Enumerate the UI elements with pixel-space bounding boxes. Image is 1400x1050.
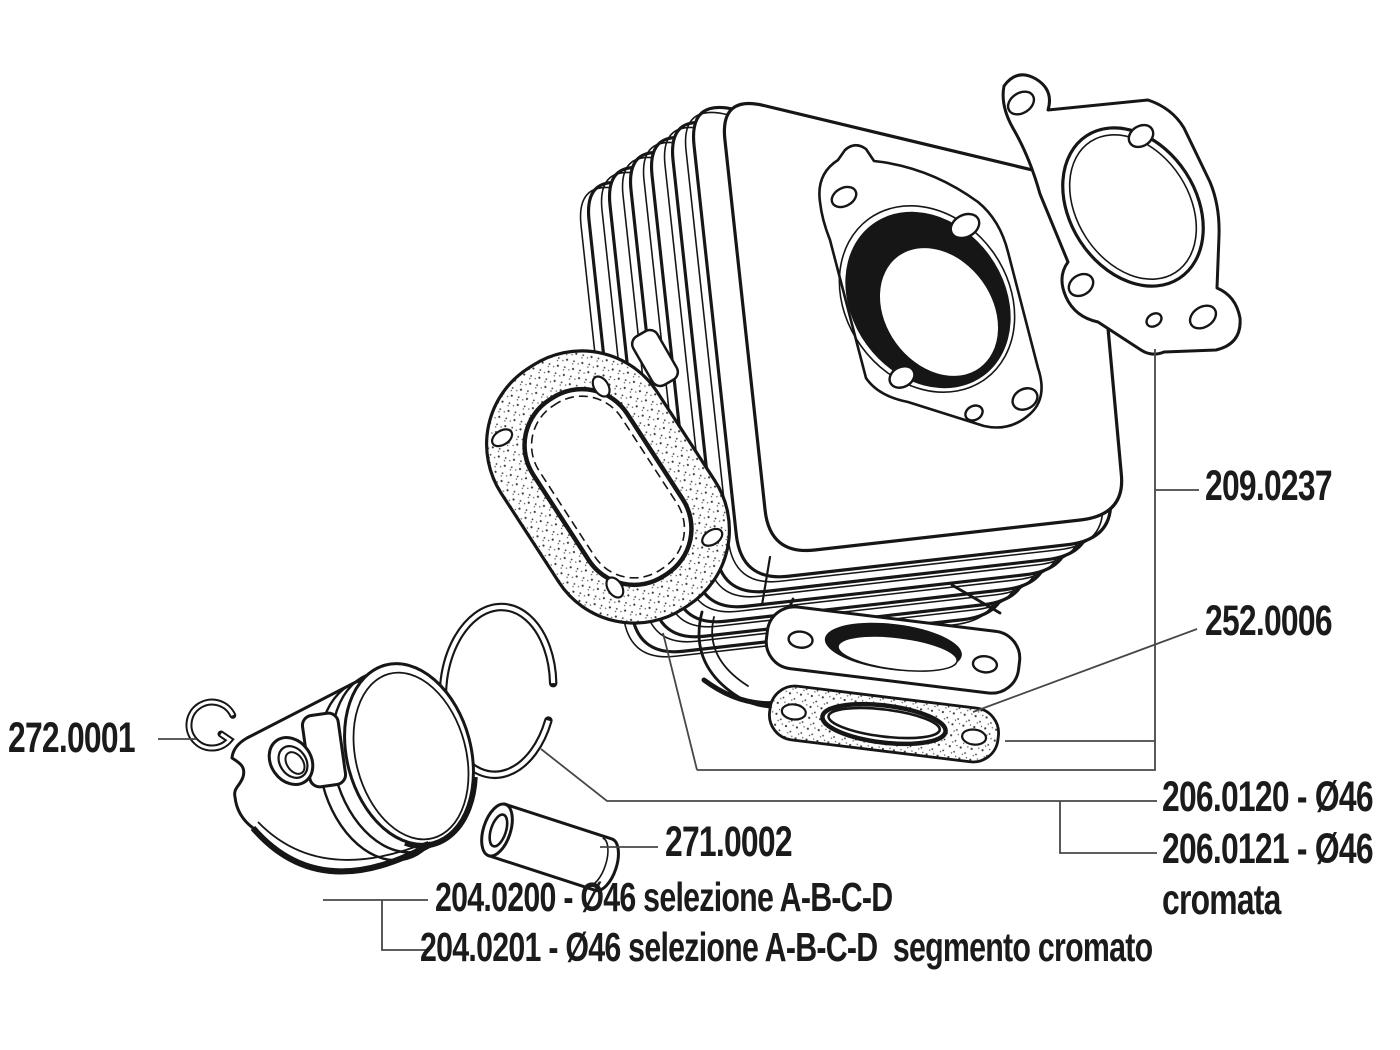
piston-pin bbox=[480, 802, 620, 893]
cylinder-bore-outline bbox=[838, 205, 1016, 393]
exhaust-gasket bbox=[768, 684, 1000, 764]
part-number-circlip: 272.0001 bbox=[8, 714, 136, 762]
head-gasket-stud-holes bbox=[1006, 90, 1218, 330]
leader-exhaust-gasket bbox=[972, 628, 1198, 713]
cylinder-bore bbox=[877, 246, 1001, 378]
leader-gasket-set bbox=[662, 349, 1199, 771]
piston-pin-bore bbox=[488, 813, 509, 848]
head-face-stud-holes bbox=[830, 185, 1039, 422]
part-number-piston: 204.0200 - Ø46 selezione A-B-C-D bbox=[435, 874, 893, 920]
piston-ring bbox=[438, 602, 558, 779]
part-number-exhaust-gasket: 252.0006 bbox=[1205, 597, 1333, 645]
circlip bbox=[185, 698, 237, 752]
part-number-piston-ring: 206.0120 - Ø46 bbox=[1162, 773, 1374, 821]
exhaust-port-stub bbox=[764, 583, 1022, 695]
head-gasket bbox=[1001, 73, 1242, 356]
leader-piston-ring bbox=[540, 748, 1157, 854]
head-gasket-bore-opening bbox=[1061, 126, 1205, 288]
part-number-piston-ring-chromed: 206.0121 - Ø46 bbox=[1162, 825, 1374, 873]
head-face-gasket-outline bbox=[818, 143, 1043, 429]
part-number-chromed-note: cromata bbox=[1162, 876, 1281, 924]
piston bbox=[230, 662, 478, 875]
leader-piston bbox=[323, 899, 428, 951]
piston-pin-boss-hole bbox=[267, 736, 315, 786]
cylinder bbox=[579, 101, 1124, 709]
base-gasket bbox=[485, 349, 731, 625]
part-number-piston-pin: 271.0002 bbox=[665, 818, 793, 866]
cylinder-side-boss bbox=[630, 328, 680, 388]
part-number-gasket-set: 209.0237 bbox=[1205, 462, 1333, 510]
base-gasket-stud-holes bbox=[491, 375, 724, 599]
base-gasket-opening bbox=[522, 386, 694, 588]
part-number-piston-chromed: 204.0201 - Ø46 selezione A-B-C-D segment… bbox=[420, 924, 1153, 970]
leader-lines bbox=[158, 349, 1199, 951]
